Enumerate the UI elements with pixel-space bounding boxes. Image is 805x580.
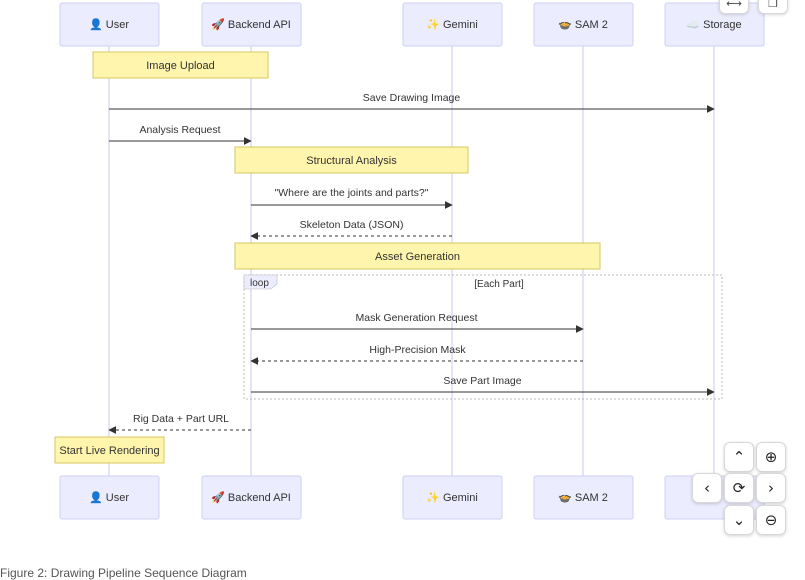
pan-down-button[interactable]: ⌄ [724, 505, 754, 535]
sparkles-icon: ✨ [426, 491, 443, 504]
svg-text:Image Upload: Image Upload [146, 60, 215, 72]
zoom-in-button[interactable]: ⊕ [756, 442, 786, 472]
note-structural-analysis: Structural Analysis [234, 146, 469, 174]
expand-icon: ⟷ [726, 0, 742, 10]
loop-condition: [Each Part] [474, 279, 524, 290]
message-where-joints-parts: "Where are the joints and parts?" [251, 187, 453, 209]
zoom-in-icon: ⊕ [764, 448, 778, 466]
expand-button[interactable]: ⟷ [719, 0, 749, 14]
cloud-icon: ☁️ [686, 19, 703, 31]
reset-icon: ⟳ [732, 479, 746, 497]
notes: Image Upload Structural Analysis Asset G… [54, 51, 601, 464]
message-high-precision-mask: High-Precision Mask [250, 344, 583, 365]
participant-label: Gemini [443, 492, 478, 504]
note-asset-generation: Asset Generation [234, 242, 601, 270]
participant-label: Gemini [443, 19, 478, 31]
participant-label: SAM 2 [575, 492, 608, 504]
svg-text:Structural Analysis: Structural Analysis [306, 155, 397, 167]
pan-left-button[interactable]: ‹ [692, 473, 722, 503]
zoom-out-button[interactable]: ⊖ [756, 505, 786, 535]
message-skeleton-data: Skeleton Data (JSON) [250, 219, 452, 240]
svg-text:Rig Data + Part URL: Rig Data + Part URL [133, 413, 229, 425]
participant-label: User [106, 19, 130, 31]
loop-border [243, 274, 723, 400]
svg-text:Mask Generation Request: Mask Generation Request [356, 312, 478, 324]
participants-top: 👤 User 🚀 Backend API ✨ Gemini 🍲 SAM 2 [59, 2, 765, 47]
message-mask-generation-request: Mask Generation Request [251, 312, 584, 333]
pan-right-button[interactable]: › [756, 473, 786, 503]
participant-label: Backend API [228, 492, 291, 504]
svg-text:🍲 SAM 2: 🍲 SAM 2 [558, 18, 608, 31]
participant-user-bottom[interactable]: 👤 User [59, 475, 160, 520]
svg-text:Asset Generation: Asset Generation [375, 251, 460, 263]
figure-caption: Figure 2: Drawing Pipeline Sequence Diag… [0, 566, 247, 580]
participant-storage[interactable]: ☁️ Storage [664, 2, 765, 47]
svg-text:Save Part Image: Save Part Image [443, 375, 521, 387]
svg-text:Save Drawing Image: Save Drawing Image [363, 92, 461, 104]
svg-text:✨ Gemini: ✨ Gemini [426, 18, 478, 31]
svg-text:👤 User: 👤 User [89, 18, 129, 31]
participant-label: Storage [703, 19, 742, 31]
message-rig-data-part-url: Rig Data + Part URL [108, 413, 251, 434]
copy-button[interactable]: ❐ [758, 0, 788, 14]
rocket-icon: 🚀 [211, 18, 228, 31]
svg-text:"Where are the joints and part: "Where are the joints and parts?" [275, 187, 429, 199]
message-analysis-request: Analysis Request [109, 124, 252, 145]
rocket-icon: 🚀 [211, 491, 228, 504]
chevron-left-icon: ‹ [704, 479, 710, 497]
copy-icon: ❐ [768, 0, 778, 10]
svg-text:Analysis Request: Analysis Request [139, 124, 220, 136]
message-save-drawing-image: Save Drawing Image [109, 92, 715, 113]
note-image-upload: Image Upload [92, 51, 269, 79]
message-save-part-image: Save Part Image [251, 375, 715, 396]
participant-backend-bottom[interactable]: 🚀 Backend API [201, 475, 302, 520]
participant-label: User [106, 492, 130, 504]
svg-text:Start Live Rendering: Start Live Rendering [59, 445, 159, 457]
svg-text:🍲 SAM 2: 🍲 SAM 2 [558, 491, 608, 504]
sparkles-icon: ✨ [426, 18, 443, 31]
user-icon: 👤 [89, 491, 106, 504]
svg-text:Skeleton Data (JSON): Skeleton Data (JSON) [300, 219, 404, 231]
loop-frame: loop [Each Part] [243, 274, 723, 400]
user-icon: 👤 [89, 18, 106, 31]
loop-keyword: loop [250, 278, 269, 289]
reset-view-button[interactable]: ⟳ [724, 473, 754, 503]
participant-gemini-bottom[interactable]: ✨ Gemini [402, 475, 503, 520]
participant-backend[interactable]: 🚀 Backend API [201, 2, 302, 47]
svg-text:High-Precision Mask: High-Precision Mask [369, 344, 466, 356]
note-start-live-rendering: Start Live Rendering [54, 436, 165, 464]
bowl-icon: 🍲 [558, 18, 575, 31]
bowl-icon: 🍲 [558, 491, 575, 504]
svg-text:👤 User: 👤 User [89, 491, 129, 504]
participants-bottom: 👤 User 🚀 Backend API ✨ Gemini 🍲 SAM 2 [59, 475, 765, 520]
chevron-down-icon: ⌄ [732, 511, 746, 529]
participant-sam2[interactable]: 🍲 SAM 2 [533, 2, 634, 47]
loop-label-box [243, 274, 278, 290]
participant-label: Backend API [228, 19, 291, 31]
pan-up-button[interactable]: ⌃ [724, 442, 754, 472]
zoom-out-icon: ⊖ [764, 511, 778, 529]
svg-text:☁️ Storage: ☁️ Storage [686, 19, 741, 31]
chevron-up-icon: ⌃ [732, 448, 746, 466]
participant-gemini[interactable]: ✨ Gemini [402, 2, 503, 47]
svg-text:🚀 Backend API: 🚀 Backend API [211, 491, 291, 504]
participant-label: SAM 2 [575, 19, 608, 31]
chevron-right-icon: › [768, 479, 774, 497]
svg-text:🚀 Backend API: 🚀 Backend API [211, 18, 291, 31]
messages: Save Drawing Image Analysis Request "Whe… [108, 92, 715, 434]
participant-sam2-bottom[interactable]: 🍲 SAM 2 [533, 475, 634, 520]
svg-text:✨ Gemini: ✨ Gemini [426, 491, 478, 504]
participant-user[interactable]: 👤 User [59, 2, 160, 47]
